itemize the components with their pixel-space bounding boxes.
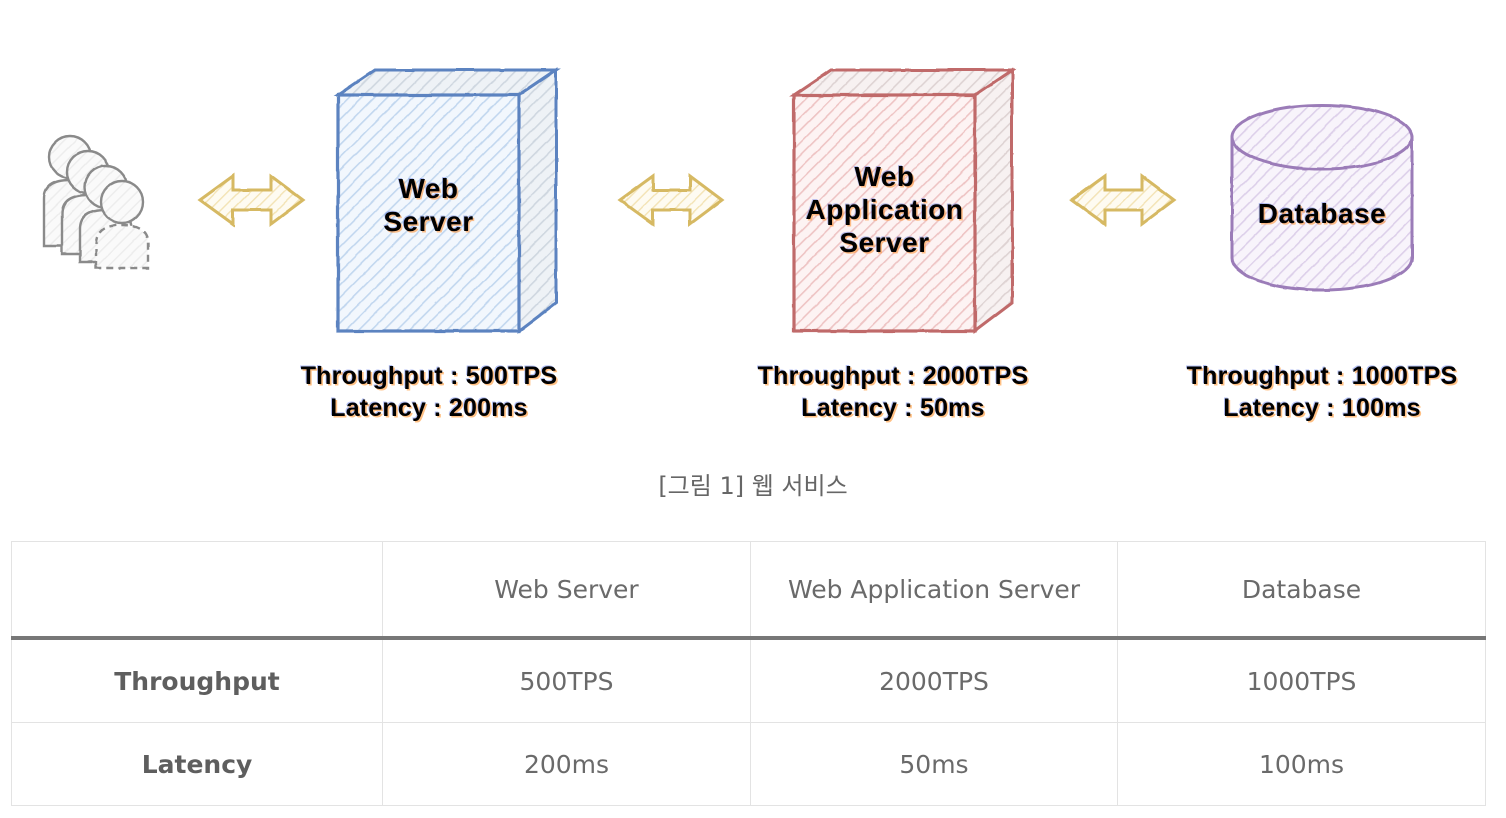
table-row: Throughput 500TPS 2000TPS 1000TPS [11,637,1486,723]
database-latency: Latency : 100ms [1223,394,1421,422]
database-cylinder-icon [1230,103,1414,292]
cell-latency-web-server: 200ms [382,722,751,806]
cell-throughput-web-server: 500TPS [382,637,751,723]
was-stats: Throughput : 2000TPS Latency : 50ms [718,360,1068,424]
connector-web-server-to-was-icon [617,173,725,227]
diagram-canvas [42,67,1414,335]
table-header-database: Database [1117,541,1486,640]
web-application-server-box-icon [789,67,1017,335]
cell-latency-database: 100ms [1117,722,1486,806]
users-group-icon [42,134,150,270]
table-header-web-application-server: Web Application Server [750,541,1118,640]
table-header-row: Web Server Web Application Server Databa… [11,541,1486,640]
table-header-web-server: Web Server [382,541,751,640]
table-row: Latency 200ms 50ms 100ms [11,722,1486,806]
cell-latency-was: 50ms [750,722,1118,806]
web-server-stats: Throughput : 500TPS Latency : 200ms [254,360,604,424]
web-server-latency: Latency : 200ms [330,394,528,422]
web-server-throughput: Throughput : 500TPS [300,362,558,390]
connector-users-to-web-server-icon [197,173,306,227]
web-server-box-icon [333,67,561,335]
connector-was-to-database-icon [1069,173,1177,227]
cell-throughput-was: 2000TPS [750,637,1118,723]
was-throughput: Throughput : 2000TPS [757,362,1029,390]
row-label-latency: Latency [11,722,383,806]
figure-caption: [그림 1] 웹 서비스 [658,472,848,500]
was-latency: Latency : 50ms [801,394,985,422]
architecture-diagram: Web Server Web Application Server Databa… [42,67,1497,424]
cell-throughput-database: 1000TPS [1117,637,1486,723]
database-stats: Throughput : 1000TPS Latency : 100ms [1147,360,1497,424]
row-label-throughput: Throughput [11,637,383,723]
table-header-blank [11,541,383,640]
database-throughput: Throughput : 1000TPS [1186,362,1458,390]
spec-comparison-table: Web Server Web Application Server Databa… [11,541,1486,806]
